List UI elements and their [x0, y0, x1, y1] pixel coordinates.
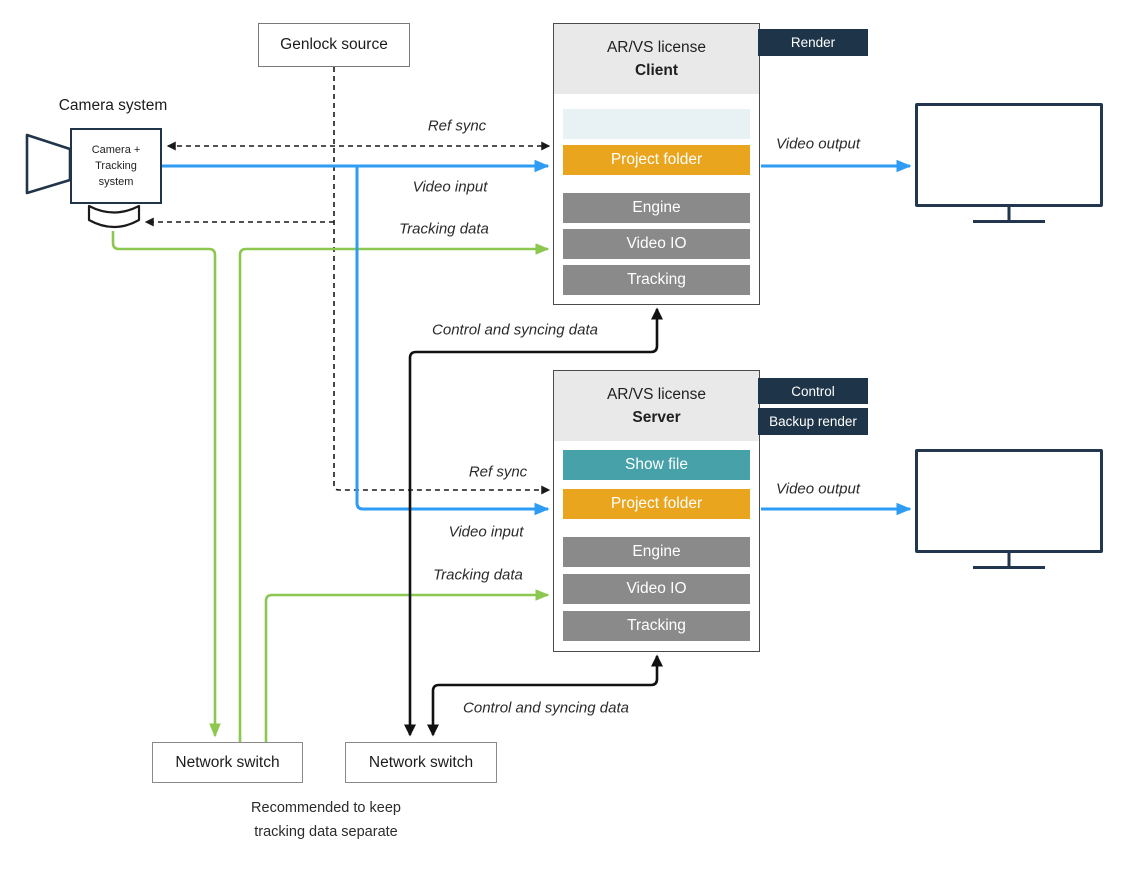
- monitor-stand: [1007, 550, 1011, 566]
- monitor-base: [973, 566, 1045, 569]
- client-header: AR/VS license Client: [554, 24, 759, 94]
- video-input-server-label: Video input: [448, 523, 524, 541]
- tracking-data-client-label: Tracking data: [399, 220, 489, 238]
- camera-system-title: Camera system: [58, 97, 168, 114]
- wire-tracking-data-server: [264, 589, 550, 742]
- video-output-server-label: Video output: [776, 480, 860, 498]
- server-role-label: Server: [632, 409, 681, 426]
- backup-render-badge: Backup render: [758, 408, 868, 435]
- genlock-source-label: Genlock source: [280, 36, 388, 53]
- control-client-label: Control and syncing data: [432, 321, 598, 339]
- monitor-stand: [1007, 204, 1011, 220]
- network-switch-right: Network switch: [345, 742, 497, 783]
- ref-sync-server-label: Ref sync: [468, 463, 528, 481]
- server-row-engine: Engine: [563, 537, 750, 567]
- client-node: AR/VS license Client Project folder Engi…: [553, 23, 760, 305]
- camera-box-line: system: [98, 176, 134, 188]
- wire-ref-sync-server: [333, 67, 551, 495]
- server-header: AR/VS license Server: [554, 371, 759, 441]
- camera-tracking-box: Camera + Tracking system: [70, 128, 162, 204]
- client-row-placeholder: [563, 109, 750, 139]
- monitor-bottom-icon: [915, 449, 1103, 569]
- server-row-show-file: Show file: [563, 450, 750, 480]
- camera-box-line: Tracking: [95, 160, 137, 172]
- ref-sync-client-label: Ref sync: [427, 117, 487, 135]
- wire-control-server: [427, 654, 663, 737]
- client-license-label: AR/VS license: [606, 39, 707, 56]
- caption-line-2: tracking data separate: [254, 824, 398, 840]
- monitor-top-icon: [915, 103, 1103, 223]
- control-badge: Control: [758, 378, 868, 404]
- genlock-source-node: Genlock source: [258, 23, 410, 67]
- client-row-video-io: Video IO: [563, 229, 750, 259]
- server-row-project-folder: Project folder: [563, 489, 750, 519]
- client-row-project-folder: Project folder: [563, 145, 750, 175]
- caption: Recommended to keep tracking data separa…: [251, 796, 401, 844]
- camera-horn-icon: [25, 133, 72, 195]
- wire-control-client: [404, 307, 663, 737]
- video-input-client-label: Video input: [412, 178, 488, 196]
- wire-video-input-server: [355, 167, 550, 516]
- video-output-client-label: Video output: [776, 135, 860, 153]
- control-server-label: Control and syncing data: [463, 699, 629, 717]
- wire-tracking-sensor-to-switch: [111, 231, 221, 738]
- tracking-data-server-label: Tracking data: [433, 566, 523, 584]
- server-license-label: AR/VS license: [606, 386, 707, 403]
- wire-tracking-data-client: [238, 243, 550, 742]
- render-badge: Render: [758, 29, 868, 56]
- client-role-label: Client: [634, 62, 679, 79]
- client-row-tracking: Tracking: [563, 265, 750, 295]
- monitor-base: [973, 220, 1045, 223]
- server-row-tracking: Tracking: [563, 611, 750, 641]
- server-node: AR/VS license Server Show file Project f…: [553, 370, 760, 652]
- server-row-video-io: Video IO: [563, 574, 750, 604]
- network-switch-left: Network switch: [152, 742, 303, 783]
- client-row-engine: Engine: [563, 193, 750, 223]
- camera-box-line: Camera +: [91, 144, 141, 156]
- tracking-sensor-icon: [87, 204, 141, 229]
- caption-line-1: Recommended to keep: [251, 800, 401, 816]
